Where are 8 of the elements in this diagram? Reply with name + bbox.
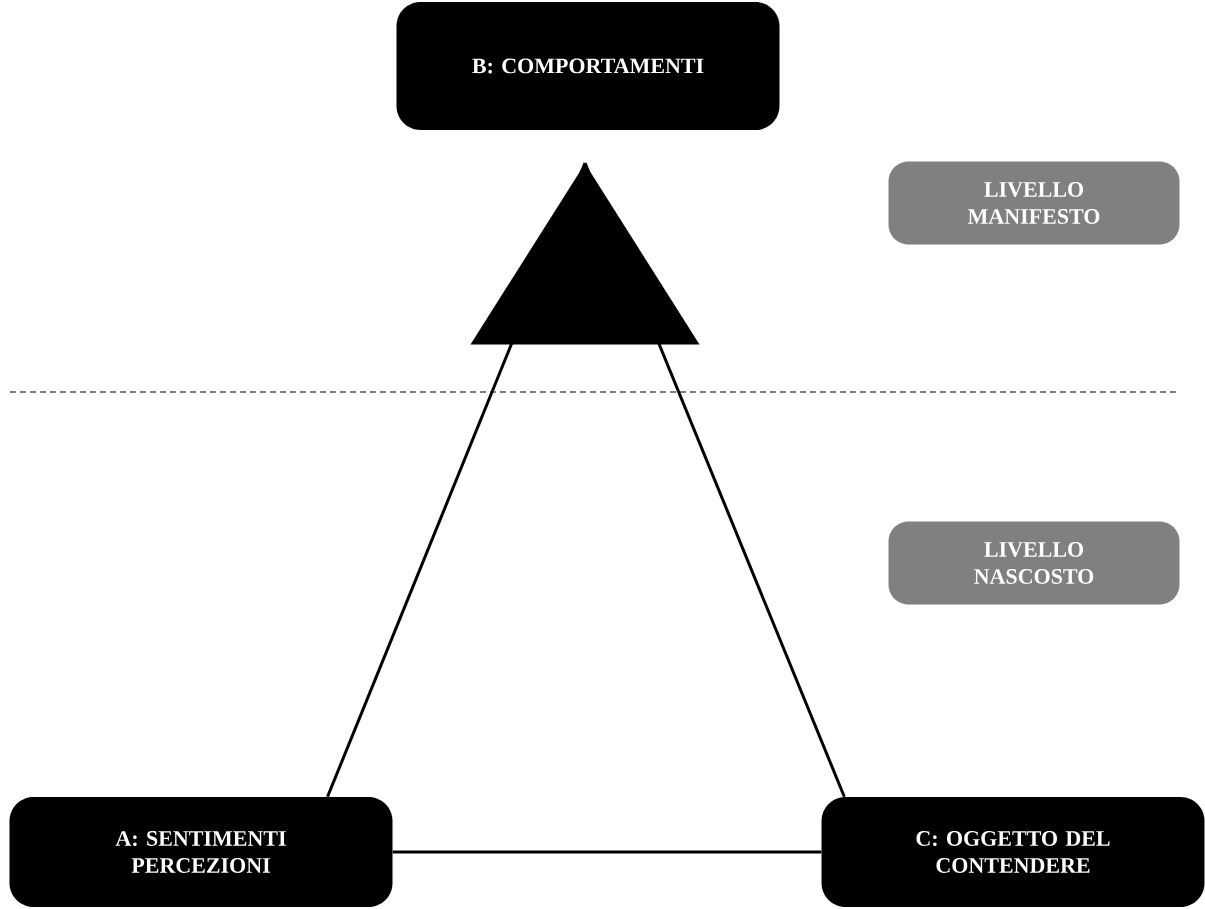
title-box: B: COMPORTAMENTI (396, 2, 780, 130)
level-label-box: LIVELLO MANIFESTO (888, 161, 1180, 245)
connector-line (392, 850, 822, 854)
level-label-box: LIVELLO NASCOSTO (888, 521, 1180, 605)
vertex-box: A: SENTIMENTI PERCEZIONI (9, 797, 393, 907)
connector-line (583, 162, 846, 798)
connector-line (326, 162, 587, 798)
vertex-box: C: OGGETTO DEL CONTENDERE (821, 797, 1205, 907)
